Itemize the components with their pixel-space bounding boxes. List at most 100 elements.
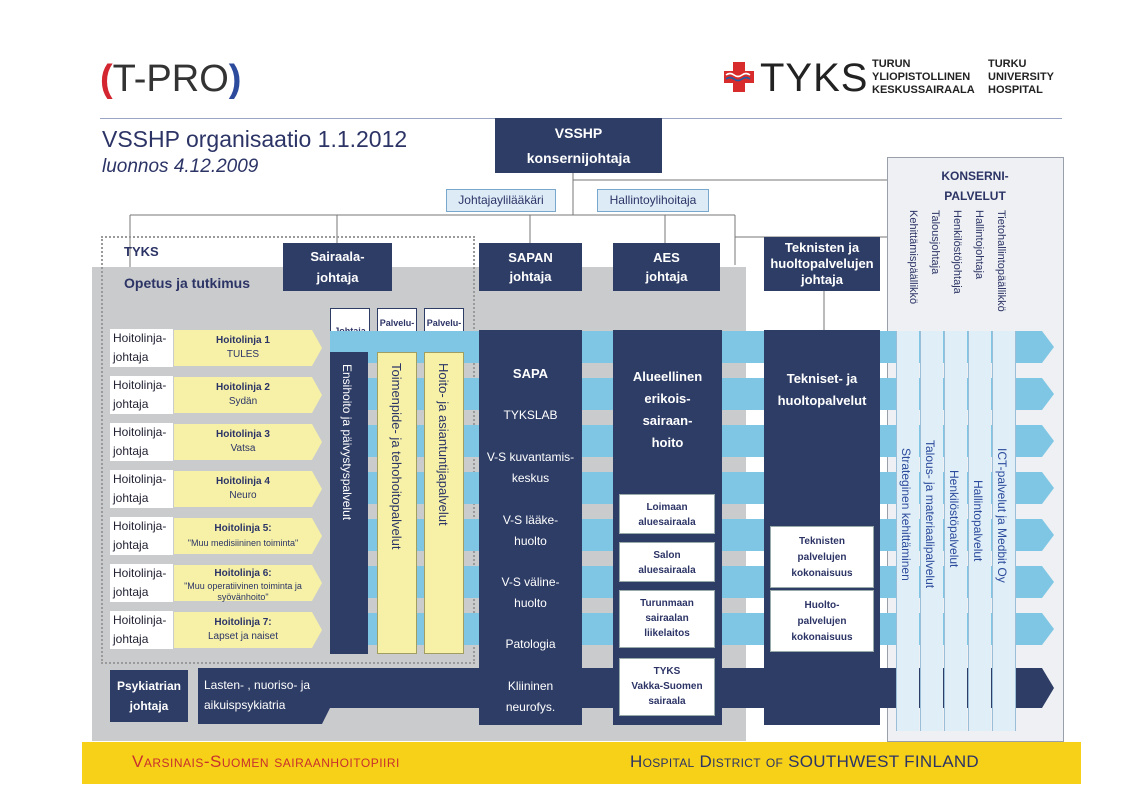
psyk-arrow-line: aikuispsykiatria (204, 698, 286, 712)
psyk-arrow (198, 668, 336, 724)
hl-sub: Lapset ja naiset (207, 631, 279, 642)
konserni-service-label: Talous- ja materiaalipalvelut (923, 440, 937, 589)
tekniset-title: Tekniset- ja huoltopalvelut (764, 368, 880, 412)
sairaalajohtaja-line: johtaja (316, 270, 359, 285)
konserni-service-col (944, 331, 967, 731)
hl-johtaja-line: johtaja (113, 538, 149, 552)
aes-title-line: Alueellinen (632, 369, 703, 384)
tyks-logo-text: TYKS (760, 56, 869, 100)
tekniset-johtaja-box: Teknisten ja huoltopalvelujen johtaja (764, 237, 880, 291)
konsernijohtaja-label: konsernijohtaja (526, 150, 631, 166)
hl-title: Hoitolinja 7: (214, 617, 272, 628)
sairaalajohtaja-box: Sairaala- johtaja (283, 243, 392, 291)
konserni-service-label: Henkilöstöpalvelut (947, 470, 961, 568)
sapan-johtaja-line: SAPAN (508, 250, 553, 265)
konserni-service-label: ICT-palvelut ja Medbit Oy (995, 448, 1009, 583)
aes-box-line: sairaalan (645, 613, 689, 624)
hl-title: Hoitolinja 5: (214, 523, 272, 534)
hl-sub: Neuro (229, 490, 257, 501)
aes-box-line: Loimaan (646, 502, 688, 513)
konserni-service-col (968, 331, 991, 731)
psyk-arrow-line: Lasten- , nuoriso- ja (204, 678, 311, 692)
hoitolinja-johtaja-2: Hoitolinja-johtaja (110, 376, 173, 414)
aes-box-line: aluesairaala (638, 565, 696, 576)
konserni-service-col (992, 331, 1016, 731)
aes-title-line: erikois- (644, 391, 691, 406)
hoitolinja-3: Hoitolinja 3 Vatsa (176, 428, 310, 456)
hl-johtaja-line: johtaja (113, 491, 149, 505)
tyks-cross-icon (722, 60, 756, 94)
toimenpide-label: Toimenpide- ja tehohoitopalvelut (389, 363, 404, 550)
sapa-item: Kliininen (507, 679, 554, 693)
hl-sub: TULES (226, 349, 260, 360)
tekniset-johtaja-line: Teknisten ja (784, 240, 860, 255)
hl-sub: Vatsa (230, 443, 256, 454)
konserni-leader: Henkilöstöjohtaja (951, 210, 963, 294)
aes-box-line: liikelaitos (644, 628, 690, 639)
footer-band (82, 742, 1081, 784)
tpro-right-mark: ) (228, 58, 242, 100)
palvelujohtaja-line: Palvelu- (379, 318, 415, 328)
konserni-title-line: KONSERNI- (941, 169, 1009, 183)
footer-right-text: Hospital District of SOUTHWEST FINLAND (630, 752, 979, 771)
tekniset-box-line: kokonaisuus (791, 632, 853, 643)
tyks-logo-en: TURKU UNIVERSITY HOSPITAL (988, 58, 1054, 97)
ensihoito-column: Ensihoito ja päivystyspalvelut (330, 352, 368, 654)
hoitolinja-johtaja-6: Hoitolinja-johtaja (110, 564, 173, 602)
hoitolinja-johtaja-7: Hoitolinja-johtaja (110, 611, 173, 649)
tyks-fi-line: KESKUSSAIRAALA (872, 84, 975, 96)
hoitolinja-johtaja-1: Hoitolinja-johtaja (110, 329, 173, 367)
konserni-service-col (920, 331, 943, 731)
aes-johtaja-box: AES johtaja (613, 243, 720, 291)
sapa-item: Patologia (505, 637, 556, 651)
vsshp-label: VSSHP (554, 125, 603, 141)
hoito-asiantuntija-label: Hoito- ja asiantuntijapalvelut (436, 363, 451, 526)
palvelujohtaja-line: Palvelu- (426, 318, 462, 328)
tekniset-box-line: palvelujen (797, 616, 847, 627)
hl-johtaja-line: Hoitolinja- (113, 472, 167, 486)
aes-title-line: hoito (651, 435, 684, 450)
toimenpide-column: Toimenpide- ja tehohoitopalvelut (377, 352, 417, 654)
footer-left-text: Varsinais-Suomen sairaanhoitopiiri (132, 752, 400, 771)
tekniset-title-line: Tekniset- ja (786, 371, 858, 386)
aes-column: Alueellinen erikois- sairaan- hoito Loim… (613, 330, 722, 725)
konserni-service-label: Strateginen kehittäminen (899, 448, 913, 581)
aes-box-line: Vakka-Suomen (631, 681, 703, 692)
salon-aluesairaala-box: Salon aluesairaala (619, 542, 715, 582)
hl-johtaja-line: Hoitolinja- (113, 425, 167, 439)
hl-johtaja-line: johtaja (113, 444, 149, 458)
sapa-item: V-S lääke- (502, 513, 559, 527)
sapa-item: huolto (514, 596, 547, 610)
page-subtitle: luonnos 4.12.2009 (102, 156, 259, 177)
sapa-item: keskus (511, 471, 550, 485)
johtajaylilaakari-box: Johtajaylilääkäri (446, 189, 556, 212)
hl-sub: Sydän (228, 396, 258, 407)
konserni-leader: Tietohallintopäällikkö (995, 210, 1007, 312)
page-title: VSSHP organisaatio 1.1.2012 (102, 126, 408, 152)
konserni-service-label: Hallintopalvelut (971, 480, 985, 562)
tpro-logo: (T-PRO) (100, 56, 280, 102)
hl-title: Hoitolinja 3 (216, 429, 270, 440)
sapa-column: SAPA TYKSLAB V-S kuvantamis- keskus V-S … (479, 330, 582, 725)
aes-box-line: aluesairaala (638, 517, 696, 528)
sapan-johtaja-box: SAPAN johtaja (479, 243, 582, 291)
psyk-johtaja-line: johtaja (129, 699, 169, 713)
hoito-asiantuntija-column: Hoito- ja asiantuntijapalvelut (424, 352, 464, 654)
hl-johtaja-line: johtaja (113, 632, 149, 646)
aes-johtaja-line: johtaja (645, 269, 688, 284)
huoltopalvelujen-box: Huolto- palvelujen kokonaisuus (770, 590, 874, 652)
tyks-fi-line: TURUN (872, 58, 911, 70)
tyks-logo-fi: TURUN YLIOPISTOLLINEN KESKUSSAIRAALA (872, 58, 975, 97)
hoitolinja-johtaja-5: Hoitolinja-johtaja (110, 517, 173, 555)
hoitolinja-5: Hoitolinja 5:"Muu medisiininen toiminta" (176, 522, 310, 550)
konserni-service-col (896, 331, 919, 731)
tpro-text: T-PRO (112, 58, 229, 100)
tyks-label: TYKS (124, 244, 159, 259)
tekniset-box-line: palvelujen (797, 552, 847, 563)
hl-title: Hoitolinja 4 (216, 476, 270, 487)
aes-johtaja-line: AES (653, 250, 680, 265)
hoitolinja-johtaja-3: Hoitolinja-johtaja (110, 423, 173, 461)
hl-johtaja-line: Hoitolinja- (113, 613, 167, 627)
